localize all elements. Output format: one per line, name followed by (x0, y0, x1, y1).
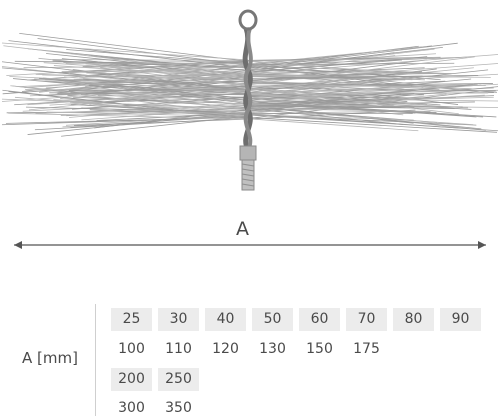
size-cell: 175 (346, 338, 387, 361)
size-cell: 80 (393, 308, 434, 331)
hanging-loop (240, 11, 256, 29)
dimension-label: A (236, 218, 249, 240)
size-cell: 300 (111, 397, 152, 420)
size-cell: 70 (346, 308, 387, 331)
dimension-arrow (0, 238, 500, 252)
size-cell: 40 (205, 308, 246, 331)
size-cell: 110 (158, 338, 199, 361)
size-cell: 200 (111, 368, 152, 391)
size-cell: 250 (158, 368, 199, 391)
size-cell: 30 (158, 308, 199, 331)
size-cell: 50 (252, 308, 293, 331)
twisted-wire-core (245, 28, 251, 150)
table-divider (95, 304, 96, 416)
bristle (2, 43, 248, 60)
size-cell: 100 (111, 338, 152, 361)
size-cell: 350 (158, 397, 199, 420)
threaded-fitting (240, 146, 256, 190)
bristle (66, 63, 248, 64)
bristle (248, 117, 497, 132)
size-cell: 60 (299, 308, 340, 331)
size-cell: 25 (111, 308, 152, 331)
size-cell: 90 (440, 308, 481, 331)
row-label: A [mm] (22, 349, 78, 367)
bristle (19, 33, 248, 61)
size-cell: 130 (252, 338, 293, 361)
chimney-brush-image (0, 0, 500, 200)
size-cell: 120 (205, 338, 246, 361)
bristle (248, 46, 427, 63)
size-cell: 150 (299, 338, 340, 361)
